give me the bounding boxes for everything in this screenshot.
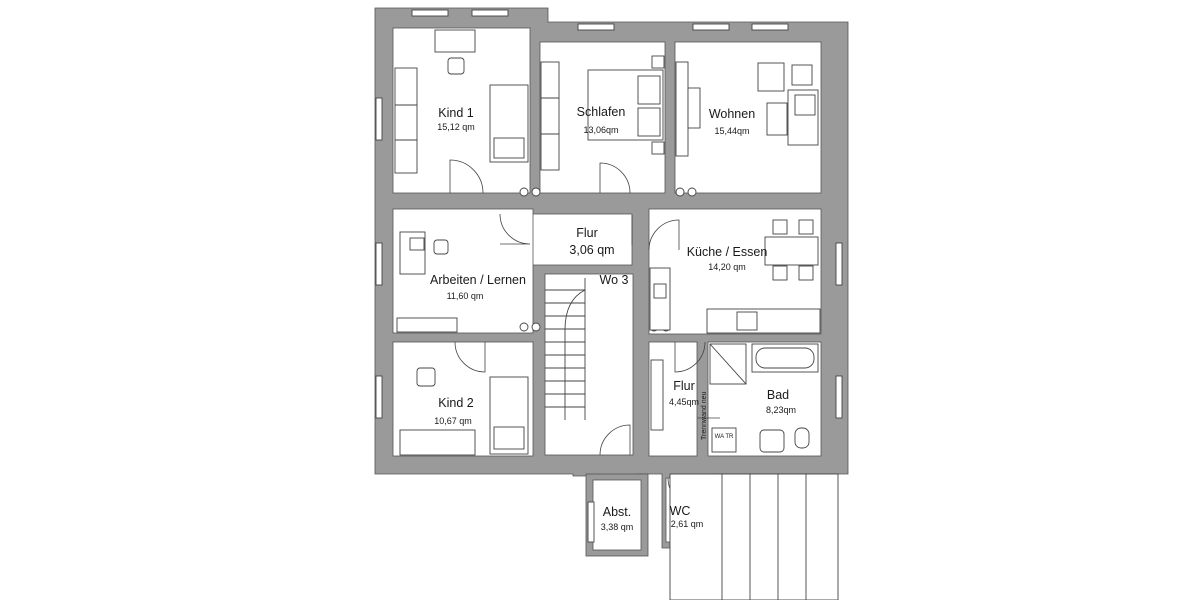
wohnen-area: 15,44qm xyxy=(714,126,749,136)
abst-name: Abst. xyxy=(603,505,632,519)
kind1-name: Kind 1 xyxy=(438,106,473,120)
kind2-area: 10,67 qm xyxy=(434,416,472,426)
windows xyxy=(375,9,843,543)
trennwand-label: Trennwand neu xyxy=(701,392,708,440)
arbeiten-area: 11,60 qm xyxy=(447,291,484,301)
flur1-name: Flur xyxy=(576,226,598,240)
kueche-area: 14,20 qm xyxy=(708,262,746,272)
room-abst xyxy=(592,479,642,551)
kueche-name: Küche / Essen xyxy=(687,245,768,259)
furniture xyxy=(394,29,839,600)
arbeiten-name: Arbeiten / Lernen xyxy=(430,273,526,287)
staircase xyxy=(545,278,586,420)
wc-area: 2,61 qm xyxy=(671,519,704,529)
doors xyxy=(449,159,720,507)
schlafen-name: Schlafen xyxy=(577,105,626,119)
wohnen-name: Wohnen xyxy=(709,107,755,121)
abst-area: 3,38 qm xyxy=(601,522,634,532)
wc-name: WC xyxy=(670,504,691,518)
room-stair xyxy=(544,273,634,456)
kind1-area: 15,12 qm xyxy=(437,122,475,132)
room-labels: Kind 1 15,12 qm Schlafen 13,06qm Wohnen … xyxy=(430,105,796,532)
outside-stair xyxy=(721,474,807,600)
wo3-name: Wo 3 xyxy=(600,273,629,287)
bad-name: Bad xyxy=(767,388,789,402)
flur1-area: 3,06 qm xyxy=(569,243,614,257)
bad-area: 8,23qm xyxy=(766,405,796,415)
schlafen-area: 13,06qm xyxy=(583,125,618,135)
washer-label: WA TR xyxy=(715,434,734,440)
flur2-area: 4,45qm xyxy=(669,397,699,407)
flur2-name: Flur xyxy=(673,379,695,393)
kind2-name: Kind 2 xyxy=(438,396,473,410)
